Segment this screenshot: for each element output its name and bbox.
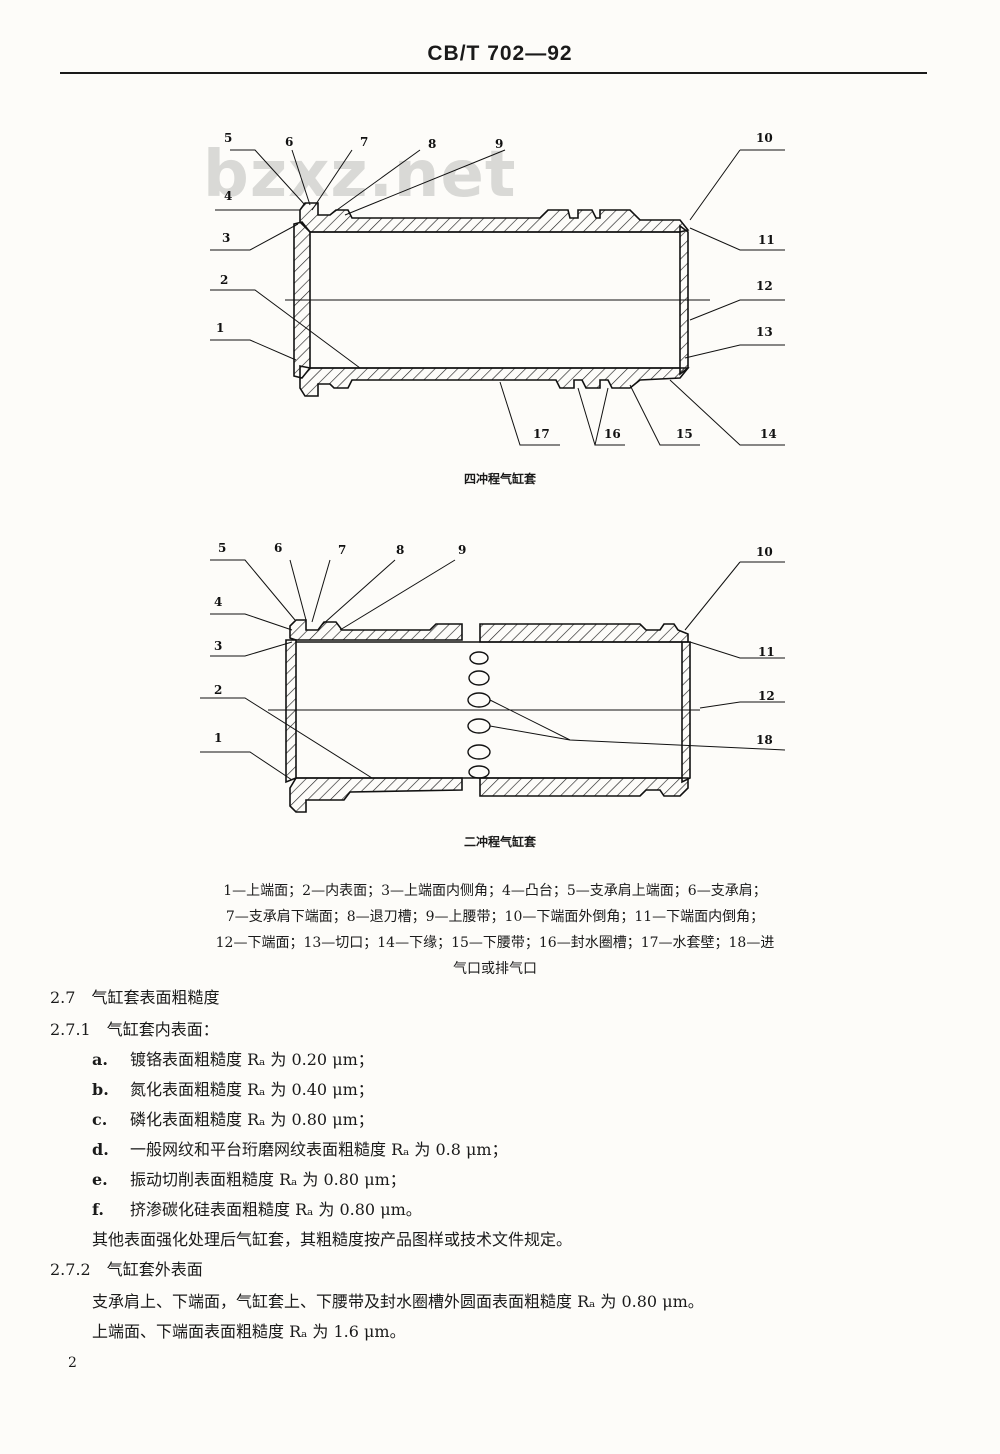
fig2-label-11: 11 [758,645,775,659]
item-text: 挤渗碳化硅表面粗糙度 Rₐ 为 0.80 μm。 [130,1200,422,1219]
fig2-label-9: 9 [458,543,466,557]
fig1-label-6: 6 [285,135,293,149]
fig1-label-8: 8 [428,137,436,151]
item-label: f. [92,1200,104,1219]
legend-line: 7—支承肩下端面；8—退刀槽；9—上腰带；10—下端面外倒角；11—下端面内倒角… [225,909,765,925]
fig1-label-1: 1 [216,321,224,335]
item-label: b. [92,1080,109,1099]
fig2-label-10: 10 [756,545,773,559]
item-label: d. [92,1140,109,1159]
legend-line: 1—上端面；2—内表面；3—上端面内侧角；4—凸台；5—支承肩上端面；6—支承肩… [223,883,767,899]
standard-code: CB/T 702—92 [427,42,573,65]
item-text: 磷化表面粗糙度 Rₐ 为 0.80 μm； [130,1110,374,1129]
outer-surface-paragraph-1: 支承肩上、下端面，气缸套上、下腰带及封水圈槽外圆面表面粗糙度 Rₐ 为 0.80… [92,1292,704,1311]
fig2-label-4: 4 [214,595,222,609]
fig2-label-8: 8 [396,543,404,557]
two-stroke-liner-drawing: 5 6 7 8 9 4 3 2 1 10 11 12 18 [200,541,786,813]
fig1-label-2: 2 [220,273,228,287]
four-stroke-liner-drawing: 5 6 7 8 9 4 3 2 1 10 11 12 13 17 16 15 1… [210,131,785,446]
list-item: f. 挤渗碳化硅表面粗糙度 Rₐ 为 0.80 μm。 [92,1196,422,1220]
fig2-label-1: 1 [214,731,222,745]
heading-2-7-1: 2.7.1 气缸套内表面： [50,1020,219,1039]
item-text: 一般网纹和平台珩磨网纹表面粗糙度 Rₐ 为 0.8 μm； [130,1140,508,1159]
item-label: a. [92,1050,108,1069]
fig1-label-16: 16 [604,427,621,441]
fig1-label-3: 3 [222,231,230,245]
heading-2-7: 2.7 气缸套表面粗糙度 [50,988,220,1007]
header-rule [60,72,927,74]
fig2-label-6: 6 [274,541,282,555]
figure-legend: 1—上端面；2—内表面；3—上端面内侧角；4—凸台；5—支承肩上端面；6—支承肩… [150,878,840,982]
list-item: c. 磷化表面粗糙度 Rₐ 为 0.80 μm； [92,1106,374,1130]
fig2-label-2: 2 [214,683,222,697]
fig2-label-7: 7 [338,543,346,557]
legend-line: 12—下端面；13—切口；14—下缘；15—下腰带；16—封水圈槽；17—水套壁… [215,935,775,951]
fig1-label-11: 11 [758,233,775,247]
fig1-label-13: 13 [756,325,773,339]
item-text: 振动切削表面粗糙度 Rₐ 为 0.80 μm； [130,1170,406,1189]
list-item: e. 振动切削表面粗糙度 Rₐ 为 0.80 μm； [92,1166,406,1190]
fig1-label-15: 15 [676,427,693,441]
fig1-label-9: 9 [495,137,503,151]
fig2-label-12: 12 [758,689,775,703]
list-item: a. 镀铬表面粗糙度 Rₐ 为 0.20 μm； [92,1046,374,1070]
fig2-label-18: 18 [756,733,773,747]
fig1-label-7: 7 [360,135,368,149]
fig1-label-12: 12 [756,279,773,293]
figure1-caption: 四冲程气缸套 [463,472,536,486]
outer-surface-paragraph-2: 上端面、下端面表面粗糙度 Rₐ 为 1.6 μm。 [92,1322,406,1341]
fig2-label-3: 3 [214,639,222,653]
item-text: 镀铬表面粗糙度 Rₐ 为 0.20 μm； [130,1050,374,1069]
page-number: 2 [68,1355,77,1371]
fig1-label-5: 5 [224,131,232,145]
figure2-caption: 二冲程气缸套 [463,835,536,849]
fig2-label-5: 5 [218,541,226,555]
fig1-label-10: 10 [756,131,773,145]
fig1-label-14: 14 [760,427,777,441]
list-item: d. 一般网纹和平台珩磨网纹表面粗糙度 Rₐ 为 0.8 μm； [92,1136,508,1160]
legend-line: 气口或排气口 [453,961,537,977]
item-label: e. [92,1170,108,1189]
heading-2-7-2: 2.7.2 气缸套外表面 [50,1260,203,1279]
item-label: c. [92,1110,108,1129]
fig1-label-4: 4 [224,189,232,203]
fig1-label-17: 17 [533,427,550,441]
list-item: b. 氮化表面粗糙度 Rₐ 为 0.40 μm； [92,1076,374,1100]
note-paragraph: 其他表面强化处理后气缸套，其粗糙度按产品图样或技术文件规定。 [92,1230,573,1249]
item-text: 氮化表面粗糙度 Rₐ 为 0.40 μm； [130,1080,374,1099]
